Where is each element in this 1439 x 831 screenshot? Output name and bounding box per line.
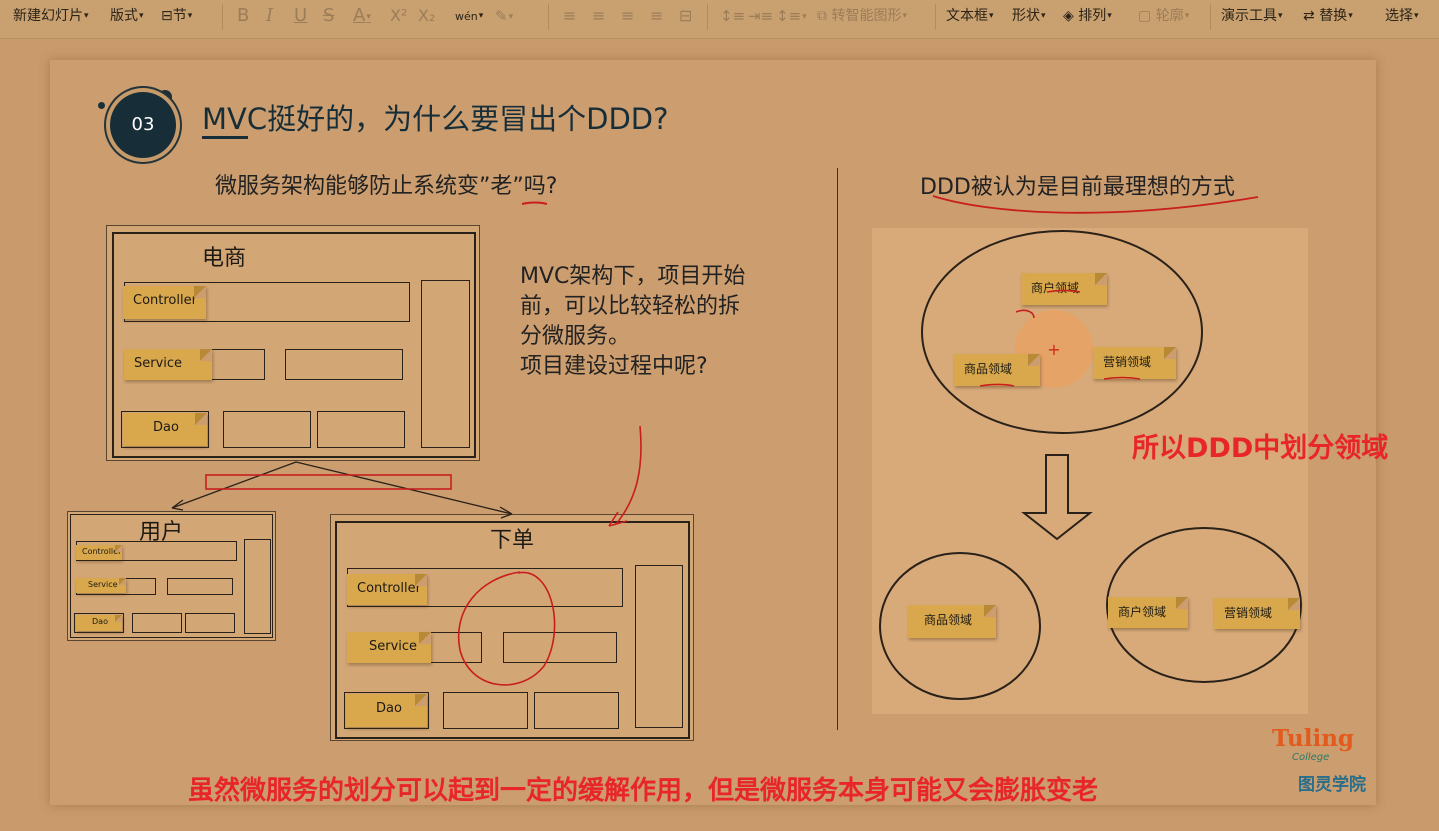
- dao-note: Dao: [76, 615, 122, 631]
- user-label: 用户: [139, 520, 184, 545]
- side-layer-box: [244, 539, 271, 634]
- controller-note: Controller: [76, 545, 122, 560]
- side-layer-box: [421, 280, 470, 448]
- service-layer-box: [285, 349, 403, 380]
- tuling-logo-cn: 图灵学院: [1298, 775, 1366, 795]
- explanation-line: 前，可以比较轻松的拆: [520, 294, 741, 319]
- controller-note: Controller: [123, 286, 206, 319]
- left-question[interactable]: 微服务架构能够防止系统变”老”吗?: [215, 174, 558, 199]
- italic-button[interactable]: I: [266, 5, 274, 26]
- ribbon-toolbar: 新建幻灯片▾ 版式▾ ⊟节▾ B I U S A▾ X² X₂ wén▾ ✎▾ …: [0, 0, 1439, 39]
- controller-note: Controller: [347, 574, 427, 605]
- merchant-domain-note: 商户领域: [1021, 273, 1107, 305]
- smart-shape-icon: ⧉: [817, 8, 827, 24]
- outline-button[interactable]: ▢ 轮廓▾: [1138, 8, 1190, 24]
- product-domain-note: 商品领域: [908, 605, 996, 638]
- badge-dot: [172, 130, 180, 138]
- slide-number-badge: 03: [110, 92, 176, 158]
- dao-note: Dao: [346, 694, 427, 727]
- right-heading[interactable]: DDD被认为是目前最理想的方式: [920, 175, 1235, 200]
- indent-icon[interactable]: ⇥≡: [748, 7, 774, 25]
- marketing-domain-note: 营销领域: [1214, 598, 1300, 629]
- arrange-button[interactable]: ◈ 排列▾: [1063, 8, 1112, 24]
- explanation-line: 项目建设过程中呢?: [520, 354, 708, 379]
- align-center-icon[interactable]: ≡: [592, 6, 606, 25]
- badge-dot: [98, 102, 105, 109]
- align-left-icon[interactable]: ≡: [563, 6, 577, 25]
- bold-button[interactable]: B: [237, 5, 250, 26]
- tuling-logo-text: Tuling: [1272, 725, 1355, 752]
- dao-layer-box: [344, 692, 429, 729]
- order-service-diagram[interactable]: 下单 Controller Service Dao: [330, 514, 694, 741]
- explanation-line: 分微服务。: [520, 324, 631, 349]
- product-domain-note: 商品领域: [954, 354, 1040, 386]
- explanation-text[interactable]: MVC架构下，项目开始 前，可以比较轻松的拆 分微服务。 项目建设过程中呢?: [520, 262, 745, 382]
- service-note: Service: [124, 349, 212, 380]
- font-color-button[interactable]: A▾: [353, 5, 371, 26]
- service-layer-box: [167, 578, 233, 595]
- select-button[interactable]: 选择▾: [1385, 8, 1419, 24]
- strikethrough-button[interactable]: S: [323, 5, 335, 26]
- align-right-icon[interactable]: ≡: [621, 6, 635, 25]
- ddd-domain-panel[interactable]: + 商户领域 商品领域 营销领域 商品领域 商户领域 营销领域: [872, 228, 1308, 714]
- tuling-logo-subtitle: College: [1292, 752, 1330, 763]
- shape-button[interactable]: 形状▾: [1012, 8, 1046, 24]
- replace-button[interactable]: ⇄ 替换▾: [1303, 8, 1353, 24]
- paragraph-spacing-icon[interactable]: ↕≡▾: [776, 7, 807, 25]
- dao-note: Dao: [123, 413, 207, 446]
- justify-icon[interactable]: ≡: [650, 6, 664, 25]
- slide-canvas[interactable]: 03 MVC挺好的，为什么要冒出个DDD? 微服务架构能够防止系统变”老”吗? …: [50, 60, 1388, 805]
- service-note: Service: [76, 578, 126, 593]
- highlight-button[interactable]: ✎▾: [495, 7, 514, 25]
- dao-layer-box: [121, 411, 209, 448]
- distribute-icon[interactable]: ⊟: [679, 6, 693, 25]
- layout-button[interactable]: 版式▾: [110, 8, 144, 24]
- order-label: 下单: [490, 528, 535, 553]
- side-layer-box: [635, 565, 683, 728]
- dao-layer-box: [132, 613, 182, 633]
- layers-icon: ◈: [1063, 8, 1074, 24]
- superscript-button[interactable]: X²: [390, 6, 408, 25]
- domain-caption[interactable]: 所以DDD中划分领域: [1132, 433, 1389, 464]
- replace-icon: ⇄: [1303, 8, 1315, 24]
- outline-icon: ▢: [1138, 8, 1152, 24]
- line-spacing-icon[interactable]: ↕≡: [720, 7, 746, 25]
- phonetic-button[interactable]: wén▾: [455, 10, 484, 23]
- merchant-domain-note: 商户领域: [1108, 597, 1188, 628]
- ecommerce-diagram[interactable]: 电商 Controller Service Dao: [106, 225, 480, 461]
- service-note: Service: [347, 632, 431, 663]
- smart-shape-button[interactable]: ⧉ 转智能图形▾: [817, 8, 907, 24]
- dao-layer-box: [443, 692, 528, 729]
- presentation-tools-button[interactable]: 演示工具▾: [1221, 8, 1283, 24]
- explanation-line: MVC架构下，项目开始: [520, 264, 746, 289]
- section-icon: ⊟: [161, 8, 173, 24]
- vertical-divider: [837, 168, 838, 730]
- subscript-button[interactable]: X₂: [418, 6, 436, 25]
- dao-layer-box: [317, 411, 405, 448]
- service-layer-box: [503, 632, 617, 663]
- section-button[interactable]: ⊟节▾: [161, 8, 193, 24]
- svg-text:+: +: [1047, 340, 1060, 359]
- new-slide-button[interactable]: 新建幻灯片▾: [13, 8, 89, 24]
- dao-layer-box: [185, 613, 235, 633]
- title-underline: [202, 136, 248, 139]
- underline-button[interactable]: U: [294, 5, 308, 26]
- dao-layer-box: [223, 411, 311, 448]
- text-box-button[interactable]: 文本框▾: [946, 8, 994, 24]
- slide-title[interactable]: MVC挺好的，为什么要冒出个DDD?: [202, 102, 669, 136]
- dao-layer-box: [74, 613, 124, 633]
- ecommerce-label: 电商: [202, 246, 247, 271]
- user-service-diagram[interactable]: 用户 Controller Service Dao: [67, 511, 276, 641]
- marketing-domain-note: 营销领域: [1093, 347, 1176, 379]
- dao-layer-box: [534, 692, 619, 729]
- bottom-caption[interactable]: 虽然微服务的划分可以起到一定的缓解作用，但是微服务本身可能又会膨胀变老: [188, 776, 1099, 806]
